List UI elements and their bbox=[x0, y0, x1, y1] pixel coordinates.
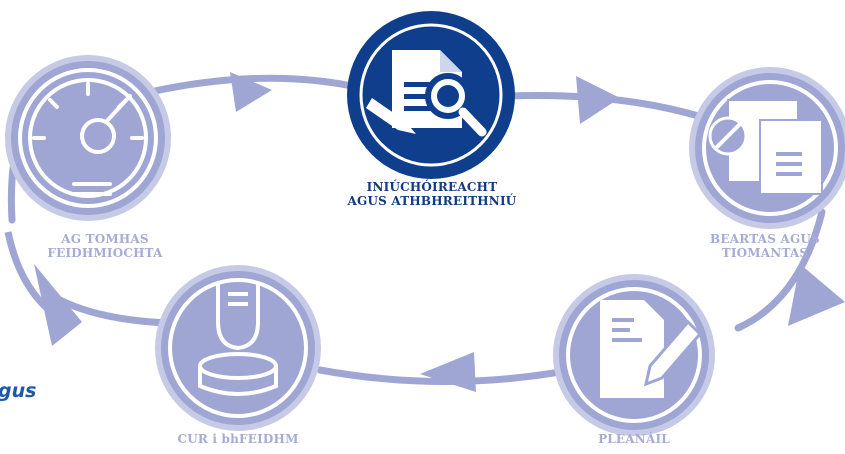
stage-label-measuring: AG TOMHAS FEIDHMIOCHTA bbox=[47, 232, 163, 260]
cropped-text-fragment: gus bbox=[0, 380, 37, 402]
arrowhead-top-right bbox=[576, 76, 620, 124]
stage-audit bbox=[347, 11, 515, 179]
stage-label-planning: PLEANÁIL bbox=[598, 432, 670, 446]
gauge-icon bbox=[28, 78, 148, 198]
stage-label-audit: INIÚCHÓIREACHT AGUS ATHBHREITHNIÚ bbox=[347, 180, 517, 208]
stage-label-policy: BEARTAS AGUS TIOMANTAS bbox=[710, 232, 820, 260]
stage-policy bbox=[689, 67, 845, 229]
arrowhead-top-left bbox=[230, 72, 272, 112]
stage-planning bbox=[553, 274, 715, 436]
arrowhead-right bbox=[788, 264, 845, 326]
stamp-icon bbox=[198, 282, 278, 396]
arrowhead-bottom bbox=[420, 352, 476, 392]
document-magnifier-icon bbox=[366, 50, 487, 137]
arrowhead-left bbox=[34, 264, 82, 346]
stage-implementation bbox=[155, 265, 321, 431]
document-pencil-icon bbox=[600, 300, 703, 398]
stage-measuring bbox=[5, 55, 171, 221]
stage-label-implementation: CUR i bhFEIDHM bbox=[177, 432, 299, 446]
documents-seal-icon bbox=[708, 99, 823, 195]
